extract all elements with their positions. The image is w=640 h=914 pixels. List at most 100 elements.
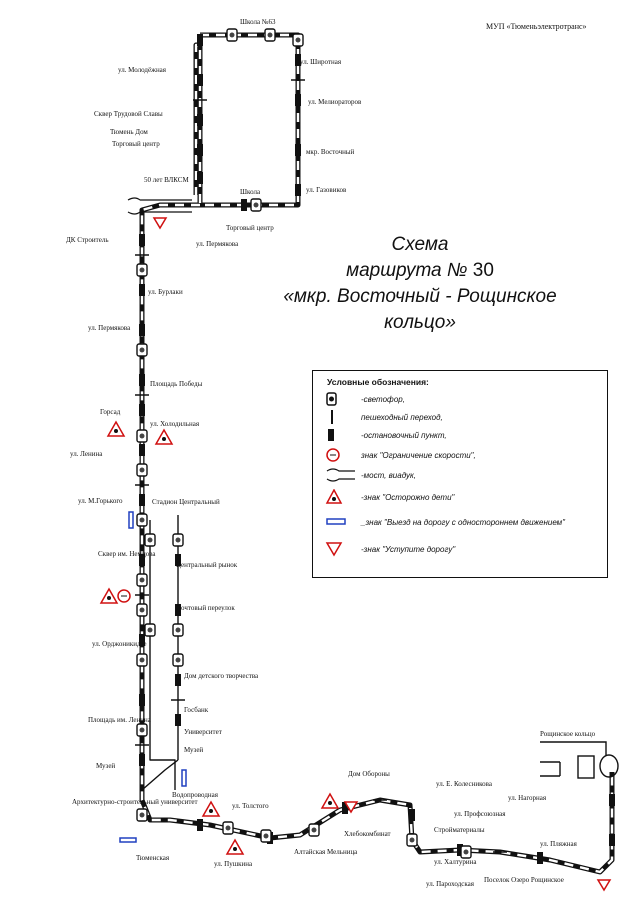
bus-stop-icon [139,494,145,506]
yield-sign-icon [343,801,359,814]
legend-text: -мост, виадук, [361,470,417,480]
traffic-light-icon [172,653,184,667]
legend-text: -знак "Уступите дорогу" [361,544,456,554]
traffic-light-icon [172,623,184,637]
bus-stop-icon [139,284,145,296]
bus-stop-icon [295,184,301,196]
children-sign-icon [201,800,221,817]
bus-stop-icon [139,694,145,706]
stop-label: ул. М.Горького [78,497,123,505]
stop-label: ул. Широтная [300,58,342,66]
stop-label: Стадион Центральный [152,498,220,506]
stop-label: ул. Пермякова [196,240,239,248]
map-title: Схема маршрута № 30 «мкр. Восточный - Ро… [240,232,600,336]
bus-stop-icon [325,427,359,443]
title-line-1: Схема [391,234,449,255]
stop-label: Сквер Трудовой Славы [94,110,163,118]
legend-item-children: -знак "Осторожно дети" [325,488,454,505]
traffic-light-icon [460,845,472,859]
stop-label: Тюмень Дом [110,128,148,136]
bus-stop-icon [197,74,203,86]
traffic-light-icon [308,823,320,837]
traffic-light-icon [136,263,148,277]
legend-item-bridge: -мост, виадук, [325,467,416,483]
traffic-light-icon [144,623,156,637]
bus-stop-icon [139,374,145,386]
traffic-light-icon [136,513,148,527]
stop-label: ул. Пермякова [88,324,131,332]
stop-label: ул. Халтурина [434,858,477,866]
stop-label: ул. Толстого [232,802,269,810]
stop-label: ул. Холодильная [150,420,200,428]
stop-label: Школа №63 [240,18,276,26]
bus-stop-icon [457,844,463,856]
stop-label: 50 лет ВЛКСМ [144,176,189,184]
bus-stop-icon [295,144,301,156]
route-number: 30 [472,260,494,281]
bus-stop-icon [241,199,247,211]
stop-label: Водопроводная [172,791,218,799]
traffic-light-icon [136,723,148,737]
stop-label: Школа [240,188,261,196]
stop-label: Почтовый переулок [176,604,235,612]
bus-stop-icon [139,634,145,646]
bridge-icon [127,197,192,215]
traffic-light-icon [136,573,148,587]
legend-item-bus-stop: -остановочный пункт, [325,427,447,443]
title-line-4: кольцо» [384,312,456,333]
speed-limit-sign-icon [117,589,131,603]
traffic-light-icon [222,821,234,835]
traffic-light-icon [136,603,148,617]
children-sign-icon [106,420,126,437]
traffic-light-icon [292,33,304,47]
stop-label: Дом Обороны [348,770,390,778]
bus-stop-icon [197,819,203,831]
stop-label: ул. Мелиораторов [308,98,362,106]
one-way-sign-icon [181,769,187,787]
children-sign-icon [99,587,119,604]
stop-label: ул. Пляжная [540,840,577,848]
children-sign-icon [225,838,245,855]
one-way-sign-icon [128,511,134,529]
legend-item-crosswalk: пешеходный переход, [325,409,443,425]
speed-limit-sign-icon [325,447,359,463]
traffic-light-icon [264,28,276,42]
legend-text: -остановочный пункт, [361,430,447,440]
stop-label: Горсад [100,408,121,416]
traffic-light-icon [136,343,148,357]
stop-label: ул. Пароходская [426,880,474,888]
title-line-3: «мкр. Восточный - Рощинское [283,286,557,307]
stop-label: ул. Бурлаки [148,288,183,296]
stop-label: Госбанк [184,706,209,714]
children-sign-icon [154,428,174,445]
legend-text: знак "Ограничение скорости", [361,450,476,460]
traffic-light-icon [136,653,148,667]
stop-label: Алтайская Мельница [294,848,358,856]
legend-item-traffic-light: -светофор, [325,391,405,407]
bus-stop-icon [609,834,615,846]
organization-label: МУП «Тюменьэлектротранс» [486,22,587,31]
ring-loop [540,741,619,779]
bus-stop-icon [342,802,348,814]
yield-sign-icon [596,879,612,892]
stop-label: ул. Молодёжная [118,66,167,74]
bus-stop-icon [295,54,301,66]
stop-label: Университет [184,728,222,736]
bus-stop-icon [537,852,543,864]
bus-stop-icon [197,172,203,184]
traffic-light-icon [250,198,262,212]
bus-stop-icon [175,714,181,726]
legend-heading: Условные обозначения: [327,377,429,387]
traffic-light-icon [226,28,238,42]
traffic-light-icon [325,391,359,407]
stop-label: Торговый центр [112,140,160,148]
bus-stop-icon [139,444,145,456]
traffic-light-icon [260,829,272,843]
legend-text: -светофор, [361,394,405,404]
bus-stop-icon [197,114,203,126]
stop-label: ул. Нагорная [508,794,547,802]
legend-text: _знак "Выезд на дорогу с одностороннем д… [361,517,565,527]
one-way-sign-icon [119,837,137,843]
stop-label: ДК Строитель [66,236,109,244]
